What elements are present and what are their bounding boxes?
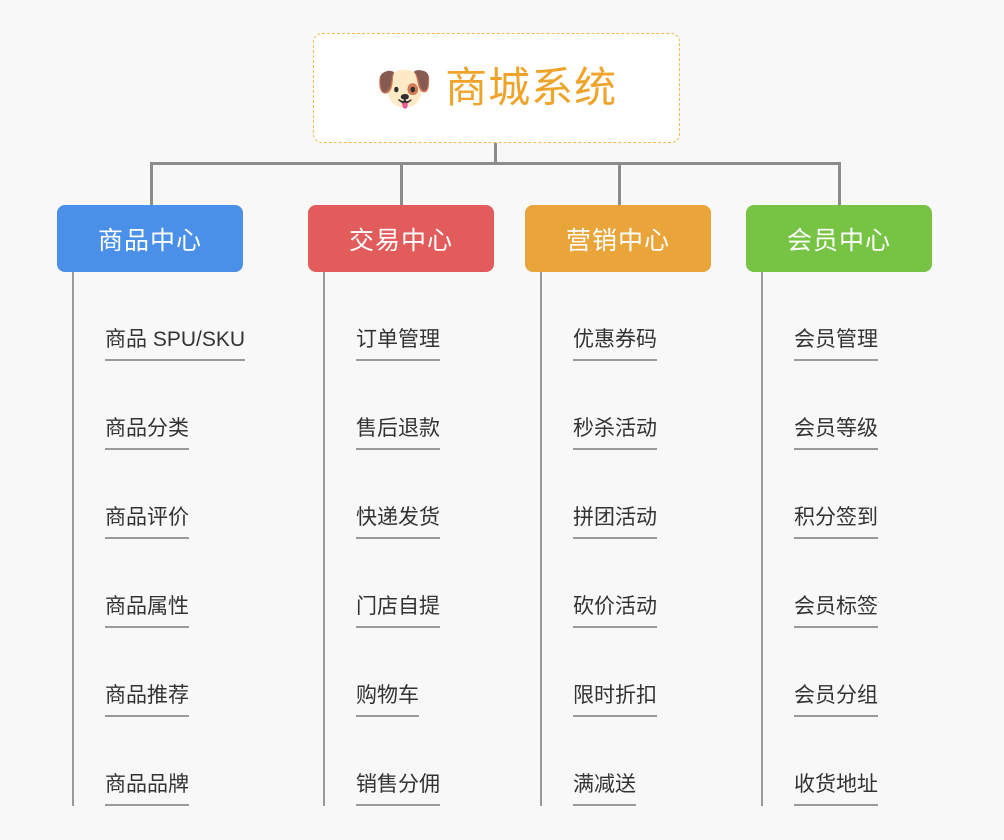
list-item-label: 会员管理	[794, 329, 878, 361]
list-item-label: 订单管理	[356, 329, 440, 361]
list-item[interactable]: 门店自提	[323, 539, 494, 628]
list-item[interactable]: 商品 SPU/SKU	[72, 272, 246, 361]
list-item[interactable]: 会员管理	[761, 272, 932, 361]
list-item[interactable]: 商品评价	[72, 450, 243, 539]
list-item[interactable]: 购物车	[323, 628, 494, 717]
branch-item-list-product-center: 商品 SPU/SKU 商品分类 商品评价 商品属性 商品推荐 商品品牌	[72, 272, 246, 806]
list-item[interactable]: 会员分组	[761, 628, 932, 717]
list-item[interactable]: 商品分类	[72, 361, 243, 450]
root-node[interactable]: 🐶 商城系统	[313, 33, 680, 143]
list-item-label: 满减送	[573, 774, 636, 806]
list-item-label: 拼团活动	[573, 507, 657, 539]
list-item[interactable]: 限时折扣	[540, 628, 711, 717]
column-drop-connector-2	[618, 162, 621, 206]
list-item[interactable]: 订单管理	[323, 272, 494, 361]
list-item-label: 优惠券码	[573, 329, 657, 361]
list-item[interactable]: 满减送	[540, 717, 711, 806]
list-item-label: 购物车	[356, 685, 419, 717]
list-item-label: 砍价活动	[573, 596, 657, 628]
branch-item-list-member-center: 会员管理 会员等级 积分签到 会员标签 会员分组 收货地址	[761, 272, 932, 806]
list-item-label: 商品评价	[105, 507, 189, 539]
branch-header-marketing-center[interactable]: 营销中心	[525, 205, 711, 272]
branch-header-product-center[interactable]: 商品中心	[57, 205, 243, 272]
list-item-label: 门店自提	[356, 596, 440, 628]
horizontal-bus-connector	[150, 162, 841, 165]
list-item-label: 会员等级	[794, 418, 878, 450]
branch-header-member-center[interactable]: 会员中心	[746, 205, 932, 272]
list-item-label: 商品分类	[105, 418, 189, 450]
list-item[interactable]: 积分签到	[761, 450, 932, 539]
list-item[interactable]: 商品属性	[72, 539, 243, 628]
list-item[interactable]: 会员等级	[761, 361, 932, 450]
list-item-label: 快递发货	[356, 507, 440, 539]
list-item-label: 商品品牌	[105, 774, 189, 806]
list-item[interactable]: 拼团活动	[540, 450, 711, 539]
list-item[interactable]: 砍价活动	[540, 539, 711, 628]
branch-item-list-marketing-center: 优惠券码 秒杀活动 拼团活动 砍价活动 限时折扣 满减送	[540, 272, 711, 806]
shiba-dog-face-icon: 🐶	[375, 62, 434, 114]
list-item-label: 秒杀活动	[573, 418, 657, 450]
branch-column-marketing-center: 营销中心 优惠券码 秒杀活动 拼团活动 砍价活动 限时折扣 满减送	[525, 205, 711, 806]
list-item[interactable]: 商品品牌	[72, 717, 243, 806]
column-drop-connector-1	[400, 162, 403, 206]
list-item-label: 售后退款	[356, 418, 440, 450]
branch-column-product-center: 商品中心 商品 SPU/SKU 商品分类 商品评价 商品属性 商品推荐 商品品牌	[57, 205, 246, 806]
list-item[interactable]: 销售分佣	[323, 717, 494, 806]
list-item[interactable]: 会员标签	[761, 539, 932, 628]
list-item[interactable]: 收货地址	[761, 717, 932, 806]
list-item-label: 商品推荐	[105, 685, 189, 717]
list-item-label: 限时折扣	[573, 685, 657, 717]
list-item-label: 收货地址	[794, 774, 878, 806]
list-item-label: 销售分佣	[356, 774, 440, 806]
list-item[interactable]: 秒杀活动	[540, 361, 711, 450]
list-item[interactable]: 快递发货	[323, 450, 494, 539]
list-item-label: 商品属性	[105, 596, 189, 628]
branch-column-member-center: 会员中心 会员管理 会员等级 积分签到 会员标签 会员分组 收货地址	[746, 205, 932, 806]
branch-column-trade-center: 交易中心 订单管理 售后退款 快递发货 门店自提 购物车 销售分佣	[308, 205, 494, 806]
list-item-label: 积分签到	[794, 507, 878, 539]
list-item[interactable]: 商品推荐	[72, 628, 243, 717]
list-item-label: 会员标签	[794, 596, 878, 628]
root-stem-connector	[494, 143, 497, 164]
list-item[interactable]: 售后退款	[323, 361, 494, 450]
list-item-label: 会员分组	[794, 685, 878, 717]
list-item[interactable]: 优惠券码	[540, 272, 711, 361]
column-drop-connector-3	[838, 162, 841, 206]
list-item-label: 商品 SPU/SKU	[105, 329, 246, 361]
branch-header-trade-center[interactable]: 交易中心	[308, 205, 494, 272]
root-title: 商城系统	[445, 64, 618, 111]
branch-item-list-trade-center: 订单管理 售后退款 快递发货 门店自提 购物车 销售分佣	[323, 272, 494, 806]
column-drop-connector-0	[150, 162, 153, 206]
